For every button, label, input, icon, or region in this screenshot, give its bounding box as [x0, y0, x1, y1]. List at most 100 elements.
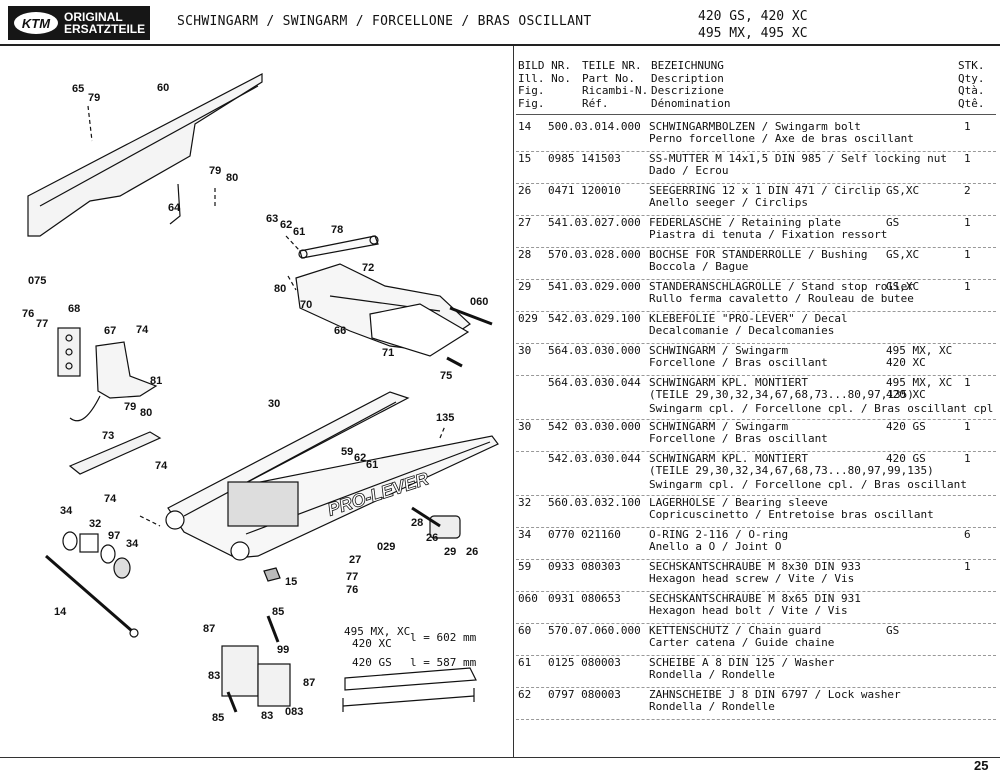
row-bild-nr: 26 [518, 184, 532, 197]
callout-74c: 74 [104, 493, 117, 505]
callout-77b: 77 [346, 571, 359, 583]
chain-guard-part [27, 73, 263, 237]
row-bild-nr: 29 [518, 280, 532, 293]
column-divider [513, 46, 514, 758]
row-part-nr: 500.03.014.000 [548, 120, 641, 133]
row-part-nr: 541.03.029.000 [548, 280, 641, 293]
callout-29: 29 [444, 546, 457, 558]
callout-61: 61 [293, 226, 306, 238]
row-bild-nr: 61 [518, 656, 532, 669]
spec-models-b: 420 XC [352, 637, 392, 650]
model-list: 420 GS, 420 XC 495 MX, 495 XC [698, 8, 808, 42]
row-desc-line2: Rondella / Rondelle [649, 668, 775, 681]
spec-models-a: 495 MX, XC [344, 625, 411, 638]
header-bez-en: Description [651, 71, 724, 85]
row-desc-line2: Decalcomanie / Decalcomanies [649, 324, 835, 337]
nut-15 [263, 567, 281, 582]
shock-mount [221, 645, 259, 697]
callout-79b: 79 [209, 165, 222, 177]
callout-76b: 76 [346, 584, 359, 596]
row-desc-line2: Forcellone / Bras oscillant [649, 356, 828, 369]
row-desc-line1: SCHEIBE A 8 DIN 125 / Washer [649, 656, 835, 669]
callout-76: 76 [22, 308, 35, 320]
row-part-nr: 542.03.030.044 [548, 452, 641, 465]
row-desc-line2: Anello a O / Joint O [649, 540, 782, 553]
callout-28: 28 [411, 517, 424, 529]
row-bild-nr: 15 [518, 152, 532, 165]
row-desc-line1: KLEBEFOLIE "PRO-LEVER" / Decal [649, 312, 848, 325]
row-qty: 1 [964, 248, 971, 261]
row-model: GS,XC [886, 248, 920, 261]
row-part-nr: 542 03.030.000 [548, 420, 641, 433]
callout-70: 70 [300, 299, 313, 311]
header-bez-it: Descrizione [651, 84, 724, 97]
row-part-nr: 0933 080303 [548, 560, 621, 573]
row-desc-line1: SCHWINGARM / Swingarm [649, 420, 789, 433]
callout-62: 62 [280, 219, 293, 231]
spec-arm-outline [344, 667, 477, 691]
model-line-2: 495 MX, 495 XC [698, 26, 808, 41]
row-model: 420 GS [886, 452, 926, 465]
callout-83b: 83 [261, 710, 274, 722]
row-model: GS,XC [886, 184, 920, 197]
callout-34: 34 [60, 505, 73, 517]
row-desc-line2: Copricuscinetto / Entretoise bras oscill… [649, 508, 934, 521]
row-desc-line2: Perno forcellone / Axe de bras oscillant [649, 132, 914, 145]
stand-stop-part [369, 303, 470, 357]
row-bild-nr: 62 [518, 688, 532, 701]
row-desc-line1: STANDERANSCHLAGROLLE / Stand stop roller [649, 280, 914, 293]
callout-30: 30 [268, 398, 281, 410]
callout-87: 87 [203, 623, 216, 635]
row-desc-line2: Piastra di tenuta / Fixation ressort [649, 228, 888, 241]
callout-87b: 87 [303, 677, 316, 689]
callout-72: 72 [362, 262, 375, 274]
row-part-nr: 564.03.030.000 [548, 344, 641, 357]
row-qty: 1 [964, 280, 971, 293]
row-bild-nr: 14 [518, 120, 532, 133]
row-qty: 1 [964, 216, 971, 229]
header-teile-de: TEILE NR. [582, 59, 642, 72]
header-underline [516, 114, 996, 115]
callout-74b: 74 [155, 460, 168, 472]
part-67 [95, 341, 158, 399]
row-desc-line1: O-RING 2-116 / O-ring [649, 528, 789, 541]
callout-63: 63 [266, 213, 279, 225]
header-teile: TEILE NR. Part No. Ricambi-N. Réf. [582, 59, 648, 110]
header-teile-en: Part No. [582, 71, 635, 85]
callout-075: 075 [28, 275, 47, 287]
row-desc-line2: Anello seeger / Circlips [649, 196, 808, 209]
callout-68: 68 [68, 303, 81, 315]
row-model: GS [886, 216, 900, 229]
spec-models-c: 420 GS [352, 656, 392, 669]
row-qty: 1 [964, 420, 971, 433]
callout-85: 85 [272, 606, 285, 618]
row-part-nr: 0125 080003 [548, 656, 621, 669]
logo-brand: KTM [21, 15, 51, 31]
row-desc-line1: SECHSKANTSCHRAUBE M 8x65 DIN 931 [649, 592, 861, 605]
footer-rule [0, 757, 1000, 758]
bolt-75 [446, 356, 463, 368]
callout-73: 73 [102, 430, 115, 442]
bracket-part [169, 183, 181, 225]
row-desc-line1: SCHWINGARM / Swingarm [649, 344, 789, 357]
callout-80c: 80 [140, 407, 153, 419]
header-stk-de: STK. [958, 59, 985, 72]
row-bild-nr: 60 [518, 624, 532, 637]
row-desc-line1: SCHWINGARM KPL. MONTIERT [649, 376, 808, 389]
link-part [299, 235, 379, 259]
callout-85b: 85 [212, 712, 225, 724]
logo-line1: ORIGINAL [64, 10, 123, 24]
bracket-68 [57, 327, 81, 377]
callout-34b: 34 [126, 538, 139, 550]
row-part-nr: 570.07.060.000 [548, 624, 641, 637]
logo-text: ORIGINAL ERSATZTEILE [64, 11, 145, 35]
